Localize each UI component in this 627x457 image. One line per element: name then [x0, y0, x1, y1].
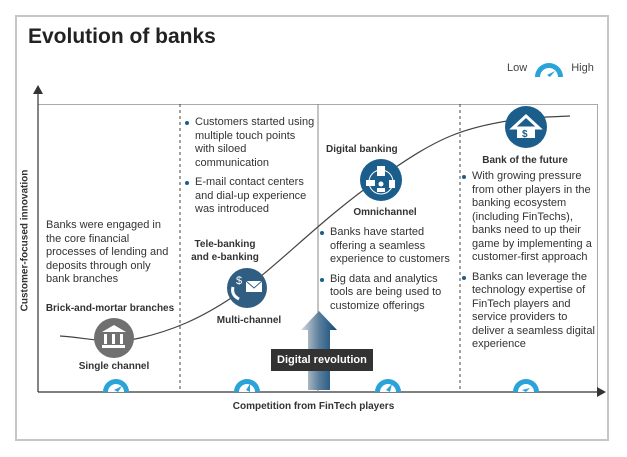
stage-3-caption: Digital banking — [326, 144, 398, 155]
digital-revolution-badge: Digital revolution — [271, 349, 373, 371]
svg-text:$: $ — [522, 129, 528, 140]
gauge-icon-stage-1 — [103, 379, 129, 392]
speedometer-icon — [535, 63, 564, 77]
stage-2-bullet: Customers started using multiple touch p… — [185, 116, 315, 170]
house-dollar-icon: $ — [505, 106, 547, 148]
page-title: Evolution of banks — [28, 25, 216, 48]
stage-1-name: Single channel — [78, 361, 150, 372]
stage-2-name: Multi-channel — [216, 315, 282, 326]
legend-low: Low — [507, 62, 528, 74]
connected-devices-icon — [360, 159, 402, 201]
svg-text:$: $ — [236, 275, 242, 287]
stage-4-bullets: With growing pressure from other players… — [462, 170, 597, 358]
stage-1-caption: Brick-and-mortar branches — [45, 303, 175, 314]
gauge-icon-stage-4 — [513, 379, 539, 392]
slide-frame — [15, 15, 609, 441]
bank-building-icon — [94, 318, 134, 358]
stage-3-bullet: Banks have started offering a seamless e… — [320, 226, 460, 267]
stage-3-name: Omnichannel — [353, 207, 417, 218]
y-axis-label: Customer-focused innovation — [19, 169, 31, 312]
stage-2-bullets: Customers started using multiple touch p… — [185, 116, 315, 223]
stage-4-bullet: Banks can leverage the technology expert… — [462, 271, 597, 352]
legend-high: High — [571, 62, 594, 74]
stage-2-bullet: E-mail contact centers and dial-up exper… — [185, 176, 315, 217]
x-axis-arrowhead — [597, 387, 606, 397]
stage-3-bullets: Banks have started offering a seamless e… — [320, 226, 460, 319]
stage-4-bullet: With growing pressure from other players… — [462, 170, 597, 265]
stage-4-name: Bank of the future — [482, 155, 568, 166]
stage-2-caption: Tele-banking and e-banking — [191, 239, 259, 263]
stage-3-bullet: Big data and analytics tools are being u… — [320, 273, 460, 314]
gauge-icon-stage-3 — [375, 379, 401, 392]
phone-dollar-mail-icon: $ — [227, 268, 267, 308]
y-axis-arrowhead — [33, 85, 43, 94]
gauge-icon-stage-2 — [234, 379, 260, 392]
stage-1-description: Banks were engaged in the core financial… — [46, 219, 169, 285]
legend: Low High — [507, 58, 594, 78]
x-axis-label: Competition from FinTech players — [232, 401, 395, 412]
